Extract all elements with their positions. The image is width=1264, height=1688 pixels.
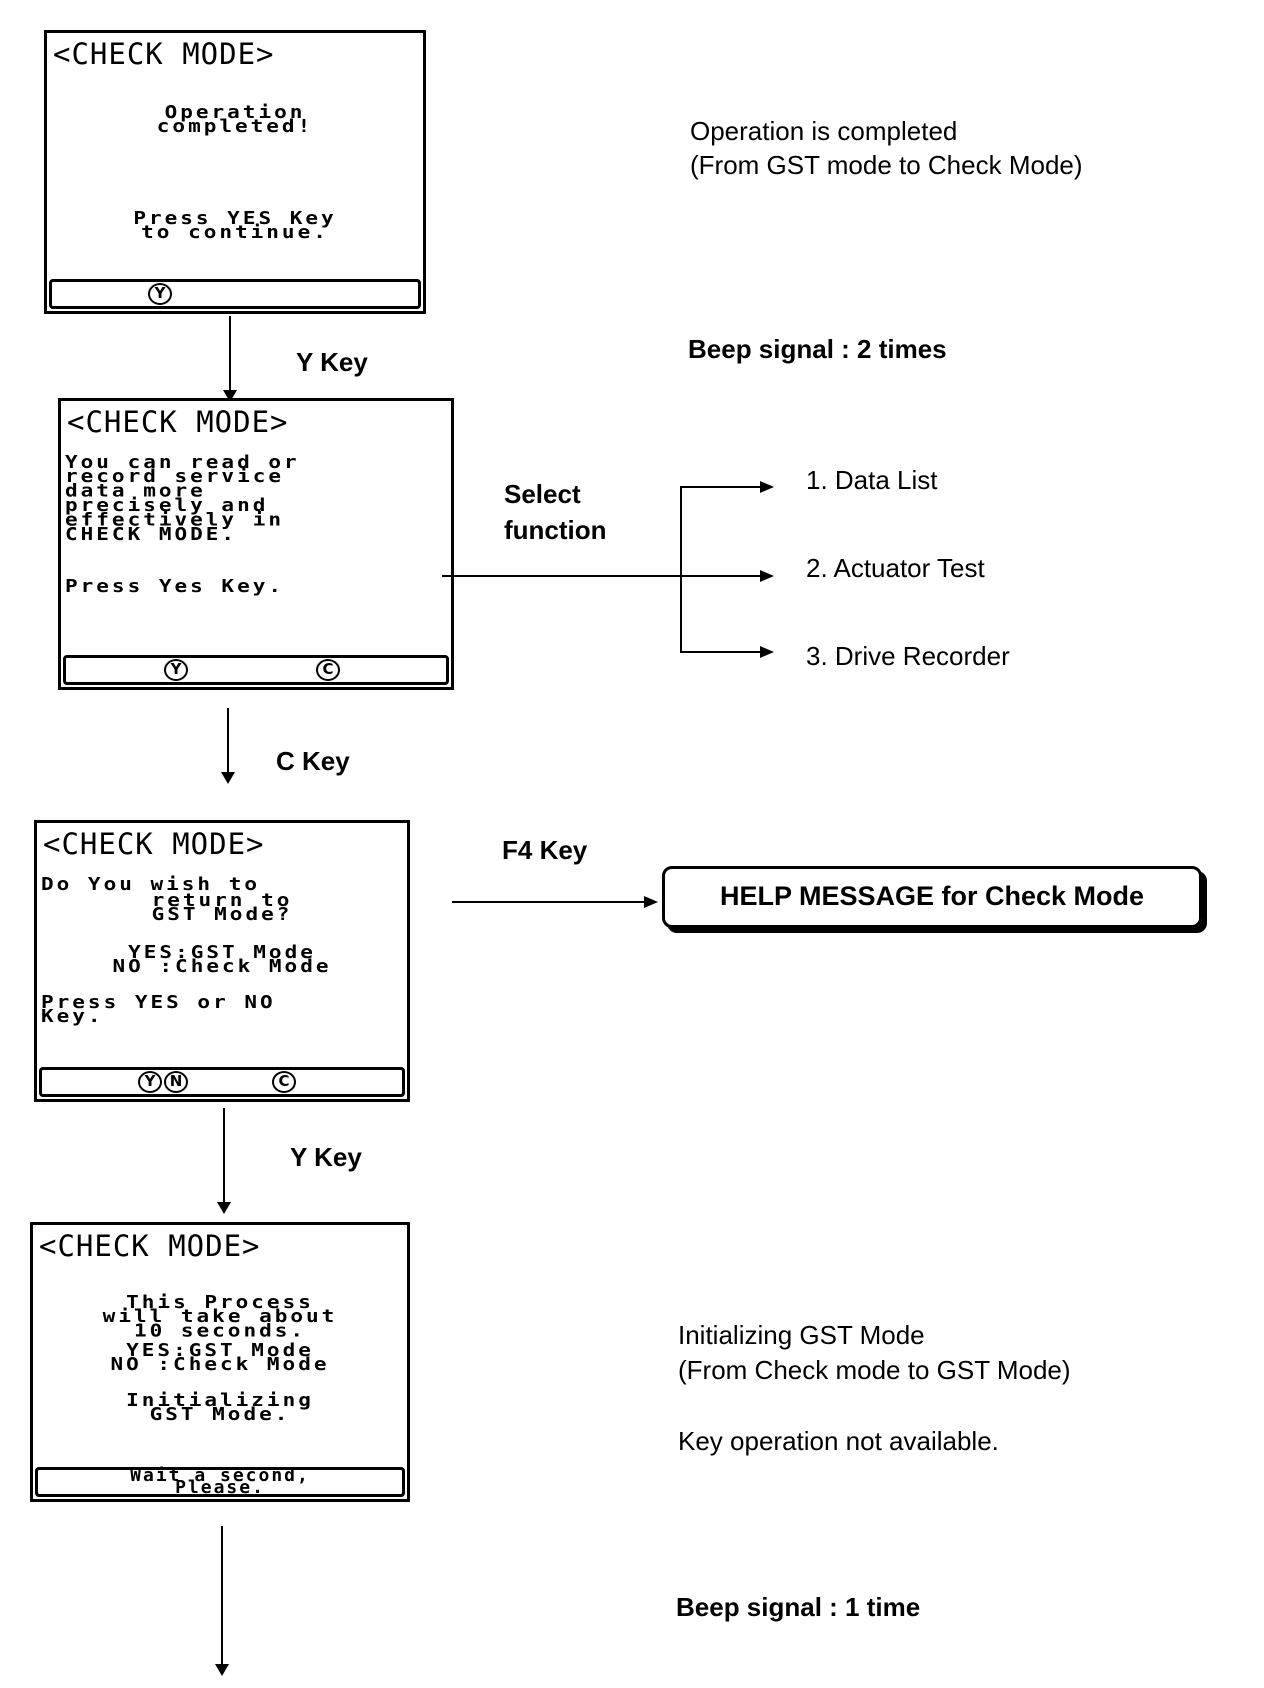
initializing-note: Initializing GST Mode (From Check mode t… [678, 1320, 1071, 1385]
branch-arrowhead [760, 481, 774, 493]
screen-options: YES:GST Mode NO :Check Mode [112, 941, 332, 977]
function-actuator-test: 2. Actuator Test [806, 553, 985, 583]
c-key-icon[interactable]: C [272, 1071, 296, 1093]
branch-arrowhead [760, 570, 774, 582]
key-bar: Y [49, 279, 421, 309]
y-key-label: Y Key [296, 347, 368, 377]
branch-vertical-line [680, 486, 682, 652]
screen-instruction: Press Yes Key. [65, 575, 285, 596]
screen-options: YES:GST Mode NO :Check Mode [110, 1339, 330, 1375]
function-drive-recorder: 3. Drive Recorder [806, 641, 1010, 671]
screen-title: <CHECK MODE> [43, 827, 265, 861]
key-bar: Wait a second, Please. [35, 1467, 405, 1497]
flow-arrowhead [217, 1202, 231, 1214]
screen-question-cont: return to GST Mode? [151, 889, 293, 925]
flow-arrow-line [223, 1108, 225, 1204]
branch-line [442, 575, 762, 577]
operation-completed-note: Operation is completed (From GST mode to… [690, 116, 1083, 180]
c-key-label: C Key [276, 746, 350, 776]
screen-title: <CHECK MODE> [39, 1229, 261, 1263]
flow-arrowhead [221, 772, 235, 784]
flow-arrow-line [221, 1526, 223, 1666]
y-key-label: Y Key [290, 1142, 362, 1172]
screen-question: Do You wish to [41, 873, 261, 894]
key-bar: Y N C [39, 1067, 405, 1097]
select-function-label: Select function [504, 479, 607, 545]
lcd-screen-check-mode-info: <CHECK MODE> You can read or record serv… [58, 398, 454, 690]
screen-title: <CHECK MODE> [53, 37, 275, 71]
lcd-screen-operation-completed: <CHECK MODE> Operation completed! Press … [44, 30, 426, 314]
screen-title: <CHECK MODE> [67, 405, 289, 439]
branch-line [680, 486, 762, 488]
flow-arrow-line [229, 316, 231, 392]
y-key-icon[interactable]: Y [164, 659, 188, 681]
flow-arrow-line [227, 708, 229, 774]
screen-message: Operation completed! [156, 101, 314, 137]
screen-message: You can read or record service data more… [65, 451, 300, 545]
f4-key-label: F4 Key [502, 835, 588, 865]
help-arrowhead [644, 896, 658, 908]
branch-arrowhead [760, 646, 774, 658]
screen-process-message: This Process will take about 10 seconds. [102, 1291, 338, 1341]
key-bar: Y C [63, 655, 449, 685]
y-key-icon[interactable]: Y [148, 283, 172, 305]
c-key-icon[interactable]: C [316, 659, 340, 681]
y-key-icon[interactable]: Y [138, 1071, 162, 1093]
help-arrow-line [452, 901, 646, 903]
beep-signal-note-2: Beep signal : 1 time [676, 1592, 921, 1622]
wait-message: Wait a second, Please. [130, 1465, 310, 1498]
n-key-icon[interactable]: N [164, 1071, 188, 1093]
branch-line [680, 651, 762, 653]
flow-arrowhead [215, 1664, 229, 1676]
screen-instruction: Press YES Key to continue. [133, 207, 337, 243]
lcd-screen-initializing-gst: <CHECK MODE> This Process will take abou… [30, 1222, 410, 1502]
beep-signal-note-1: Beep signal : 2 times [688, 334, 947, 364]
help-message-box: HELP MESSAGE for Check Mode [662, 866, 1202, 928]
key-operation-note: Key operation not available. [678, 1426, 999, 1456]
function-data-list: 1. Data List [806, 465, 938, 495]
screen-init-message: Initializing GST Mode. [126, 1389, 314, 1425]
screen-instruction: Press YES or NO Key. [41, 991, 276, 1027]
lcd-screen-return-to-gst: <CHECK MODE> Do You wish to return to GS… [34, 820, 410, 1102]
